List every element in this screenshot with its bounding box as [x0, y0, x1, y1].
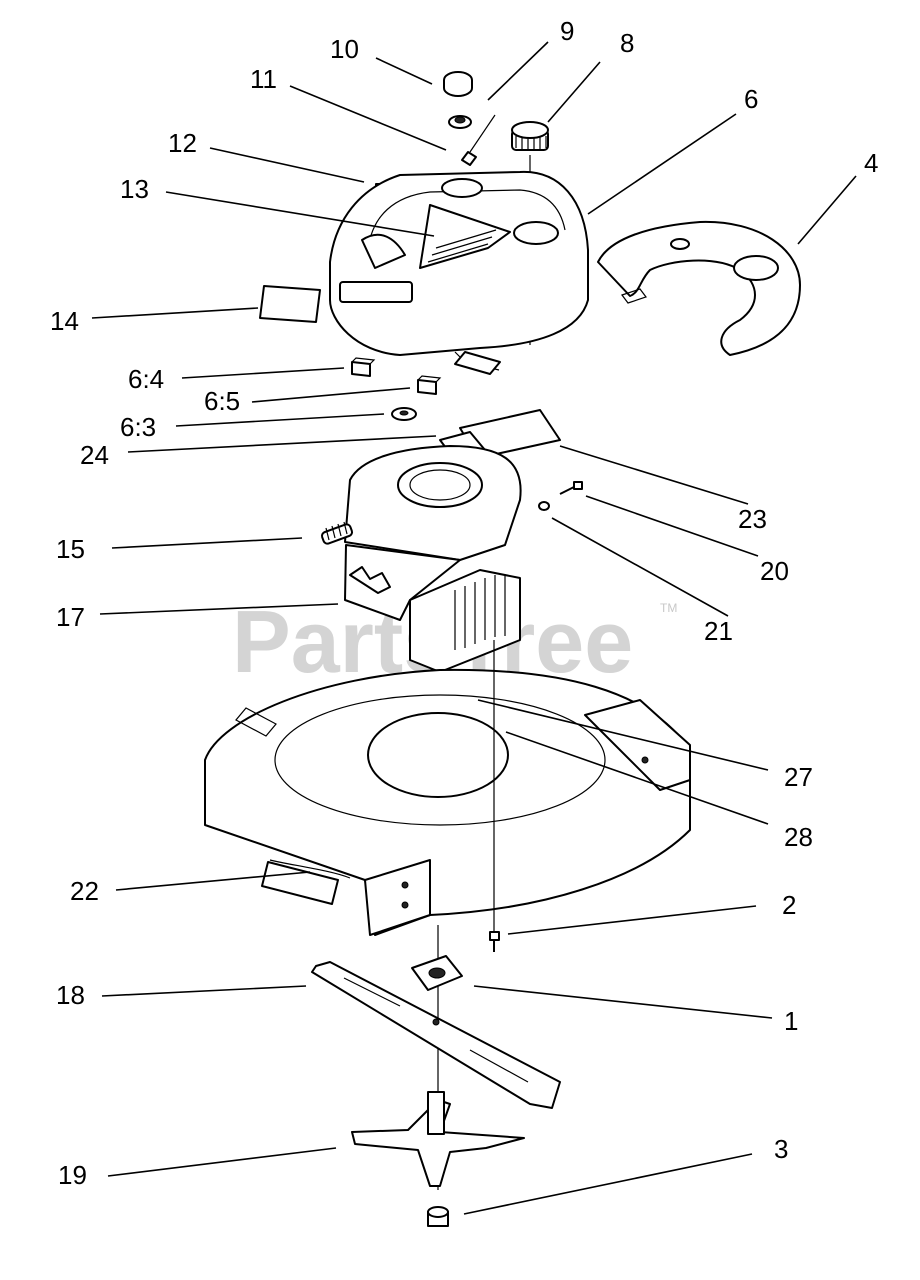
part-washer-6-3[interactable] — [391, 407, 417, 421]
part-blade-adapter-19[interactable] — [351, 1091, 525, 1187]
callout-19: 19 — [58, 1160, 87, 1190]
callout-6-4: 6:4 — [128, 364, 164, 394]
part-nut-21[interactable] — [538, 501, 550, 511]
callout-2: 2 — [782, 890, 796, 920]
part-adapter-1[interactable] — [411, 955, 463, 991]
part-engine-15-17[interactable] — [320, 445, 522, 673]
callout-9: 9 — [560, 16, 574, 46]
callout-1: 1 — [784, 1006, 798, 1036]
part-pin-11[interactable] — [461, 114, 496, 166]
part-washer-9[interactable] — [448, 115, 472, 129]
part-mower-deck-22[interactable] — [204, 668, 691, 936]
callout-24: 24 — [80, 440, 109, 470]
part-block-6-5[interactable] — [417, 375, 442, 395]
callout-15: 15 — [56, 534, 85, 564]
callout-13: 13 — [120, 174, 149, 204]
callout-4: 4 — [864, 148, 878, 178]
callout-14: 14 — [50, 306, 79, 336]
callout-6-5: 6:5 — [204, 386, 240, 416]
callout-22: 22 — [70, 876, 99, 906]
part-bolt-2[interactable] — [489, 931, 500, 952]
watermark-trademark: TM — [660, 601, 677, 615]
part-nut-3[interactable] — [427, 1206, 449, 1227]
callout-23: 23 — [738, 504, 767, 534]
callout-21: 21 — [704, 616, 733, 646]
callout-17: 17 — [56, 602, 85, 632]
callout-11: 11 — [250, 64, 277, 94]
callout-8: 8 — [620, 28, 634, 58]
callout-10: 10 — [330, 34, 359, 64]
callout-27: 27 — [784, 762, 813, 792]
callout-18: 18 — [56, 980, 85, 1010]
callout-6-3: 6:3 — [120, 412, 156, 442]
callout-28: 28 — [784, 822, 813, 852]
leader-lines — [91, 41, 857, 1215]
callout-labels: 10 9 8 11 6 4 12 13 14 6:4 6:5 6:3 24 23… — [50, 16, 878, 1190]
part-side-cover-4[interactable] — [597, 220, 801, 356]
callout-20: 20 — [760, 556, 789, 586]
part-bolt-20[interactable] — [559, 481, 583, 495]
part-decal-14[interactable] — [259, 285, 321, 323]
part-cap-10[interactable] — [443, 71, 473, 97]
callout-12: 12 — [168, 128, 197, 158]
part-block-6-4[interactable] — [351, 357, 376, 377]
callout-6: 6 — [744, 84, 758, 114]
part-blade-18[interactable] — [311, 961, 561, 1109]
part-fuel-cap-8[interactable] — [511, 121, 549, 151]
callout-3: 3 — [774, 1134, 788, 1164]
part-engine-shroud-6[interactable] — [329, 170, 589, 375]
